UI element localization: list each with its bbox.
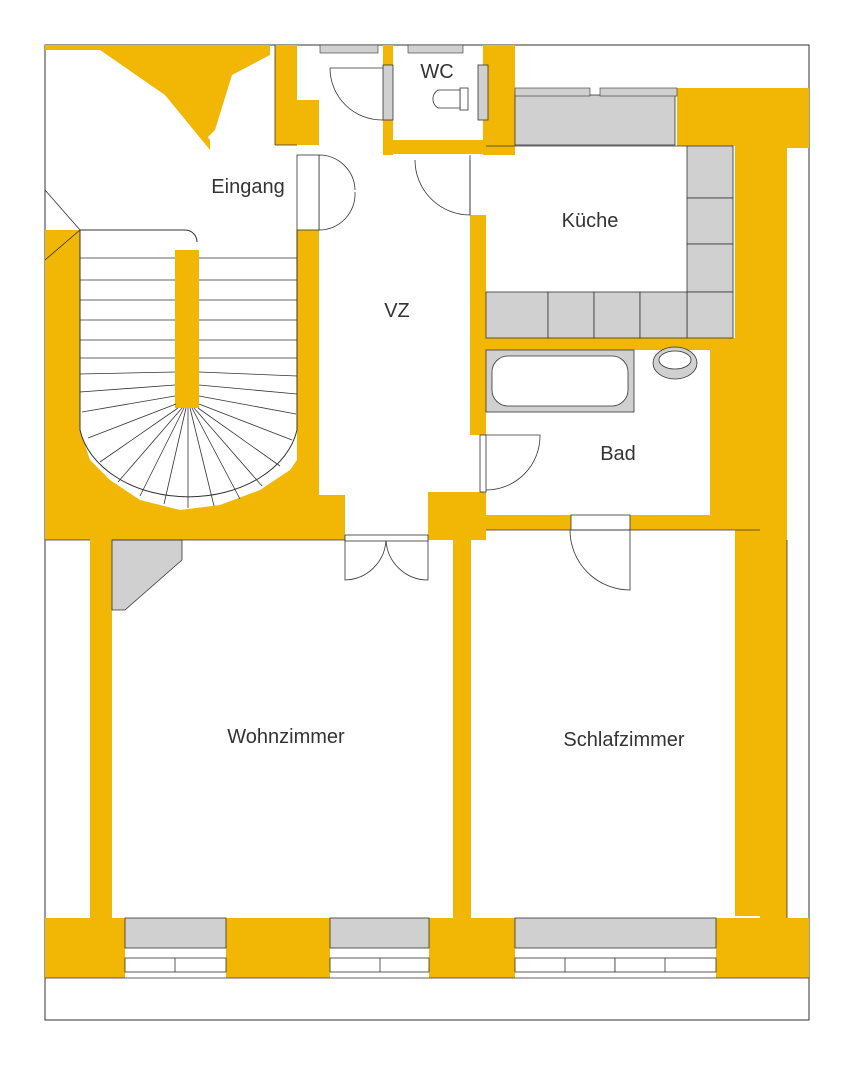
wall-bad-right <box>710 350 735 530</box>
wall-vz-right <box>470 215 486 435</box>
doors <box>296 67 631 591</box>
wall-kitchen-bad <box>486 338 735 350</box>
wall-right-outer <box>787 88 809 148</box>
label-eingang: Eingang <box>211 176 284 198</box>
bathtub <box>485 349 635 413</box>
inner-lines <box>45 45 809 979</box>
label-wc: WC <box>420 61 453 83</box>
door-bad-frame <box>479 434 487 493</box>
wall-bottom-4 <box>716 918 809 978</box>
toilet <box>432 87 469 111</box>
door-bad <box>485 434 541 491</box>
wall-top-left-block <box>135 45 270 140</box>
staircase <box>44 189 298 508</box>
door-kitchen <box>414 159 471 216</box>
label-kueche: Küche <box>562 210 619 232</box>
wall-top-left <box>45 45 210 150</box>
staircase-outline <box>79 229 298 498</box>
room-labels: WC Eingang Küche VZ Bad Wohnzimmer Schla… <box>211 61 685 751</box>
wall-bottom-2 <box>226 918 330 978</box>
door-bedroom <box>569 529 631 591</box>
label-wohnzimmer: Wohnzimmer <box>227 726 345 748</box>
label-bad: Bad <box>600 443 636 465</box>
wc-wall-left-grey <box>382 64 394 121</box>
staircase-core <box>175 250 199 408</box>
kitchen-counter-right-4 <box>686 291 734 339</box>
kitchen-counter-bottom-1 <box>485 291 549 339</box>
sink-bowl <box>658 350 692 370</box>
window-top-wc-2 <box>407 44 464 54</box>
window-bottom-4 <box>614 957 717 973</box>
kitchen-counter-bottom-2 <box>547 291 595 339</box>
kitchen-counter-bottom-3 <box>593 291 641 339</box>
wall-living-left <box>90 540 112 920</box>
wall-vz-bottom-right <box>428 492 486 540</box>
door-entrance-frame <box>296 154 320 231</box>
wall-entrance-column <box>275 45 297 145</box>
window-sill-1 <box>124 917 227 949</box>
sink <box>652 346 698 380</box>
wall-bad-bottom-right <box>630 515 735 530</box>
wc-wall-right-grey <box>477 64 489 121</box>
kitchen-counter-right-1 <box>686 145 734 199</box>
fixtures <box>111 64 734 949</box>
window-top-wc-1 <box>319 44 379 54</box>
window-sill-2 <box>329 917 430 949</box>
stair-lobby-edge <box>44 189 81 261</box>
wall-bedroom-right <box>760 540 787 920</box>
wall-bad-bottom <box>486 515 571 530</box>
door-wc <box>329 67 384 121</box>
toilet-bowl <box>432 89 461 109</box>
wall-wc-bottom <box>383 140 515 154</box>
window-bottom-2 <box>329 957 430 973</box>
wall-bottom-3 <box>429 918 515 978</box>
label-vz: VZ <box>384 300 410 322</box>
bathtub-inner <box>491 355 629 407</box>
walls <box>45 45 809 978</box>
door-bedroom-frame <box>570 514 631 531</box>
windows <box>124 44 717 973</box>
window-kitchen-1 <box>514 87 591 97</box>
kitchen-counter-bottom-4 <box>639 291 688 339</box>
wall-bottom-1 <box>45 918 125 978</box>
door-living-frame <box>344 534 429 542</box>
window-bottom-1 <box>124 957 227 973</box>
window-kitchen-2 <box>599 87 678 97</box>
wall-band-left <box>45 530 345 540</box>
wall-entrance-post <box>297 100 319 145</box>
kitchen-counter-right-3 <box>686 243 734 293</box>
window-mullions <box>174 958 666 972</box>
wall-stair-post <box>297 230 319 495</box>
toilet-tank <box>459 87 469 111</box>
door-living <box>344 539 429 581</box>
kitchen-top-strip <box>514 94 676 146</box>
wall-divider <box>453 540 471 920</box>
stair-steps <box>79 257 298 508</box>
kitchen-counter-right-2 <box>686 197 734 245</box>
window-sill-3 <box>514 917 717 949</box>
label-schlafzimmer: Schlafzimmer <box>563 729 684 751</box>
